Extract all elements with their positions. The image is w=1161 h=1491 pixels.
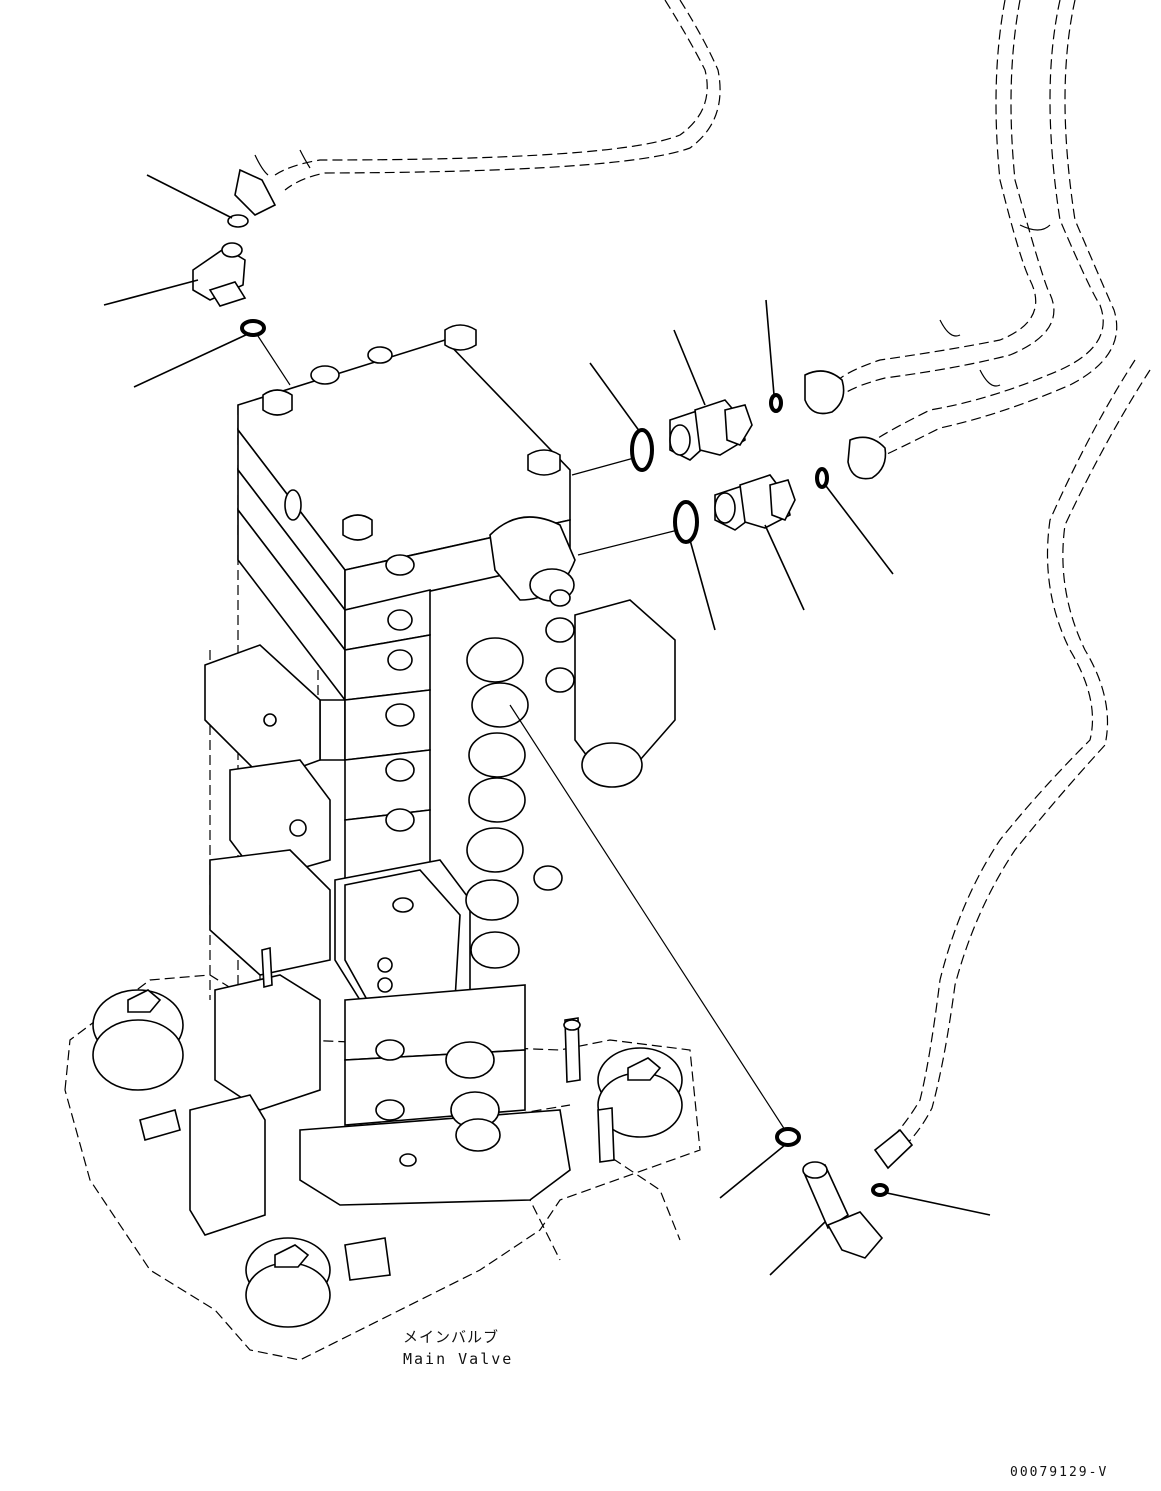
- o-ring-hose-lower: [817, 469, 827, 487]
- hose-right-lower: [875, 360, 1150, 1168]
- elbow-fitting-top-left: [193, 243, 245, 306]
- elbow-fitting-lower-right: [803, 1162, 882, 1258]
- o-ring-lower-right: [777, 1129, 799, 1145]
- adapter-fitting-lower: [715, 475, 795, 530]
- leader-lines: [104, 175, 990, 1275]
- hose-right-upper: [805, 0, 1117, 479]
- hose-top-left: [235, 0, 720, 215]
- main-valve-label-japanese: メインバルブ: [403, 1328, 500, 1346]
- o-ring-hose-lower-right: [873, 1185, 887, 1195]
- o-ring-upper-port: [242, 321, 264, 335]
- o-ring-top-left: [228, 215, 248, 227]
- adapter-fitting-upper: [670, 400, 752, 460]
- main-valve-label-english: Main Valve: [403, 1350, 514, 1368]
- main-valve-body: [190, 325, 675, 1235]
- o-ring-fitting-lower: [675, 502, 697, 542]
- o-ring-fitting-upper: [632, 430, 652, 470]
- document-number: 00079129-V: [1010, 1465, 1109, 1480]
- o-ring-hose-upper: [771, 395, 781, 411]
- mount-bushings: [93, 990, 682, 1327]
